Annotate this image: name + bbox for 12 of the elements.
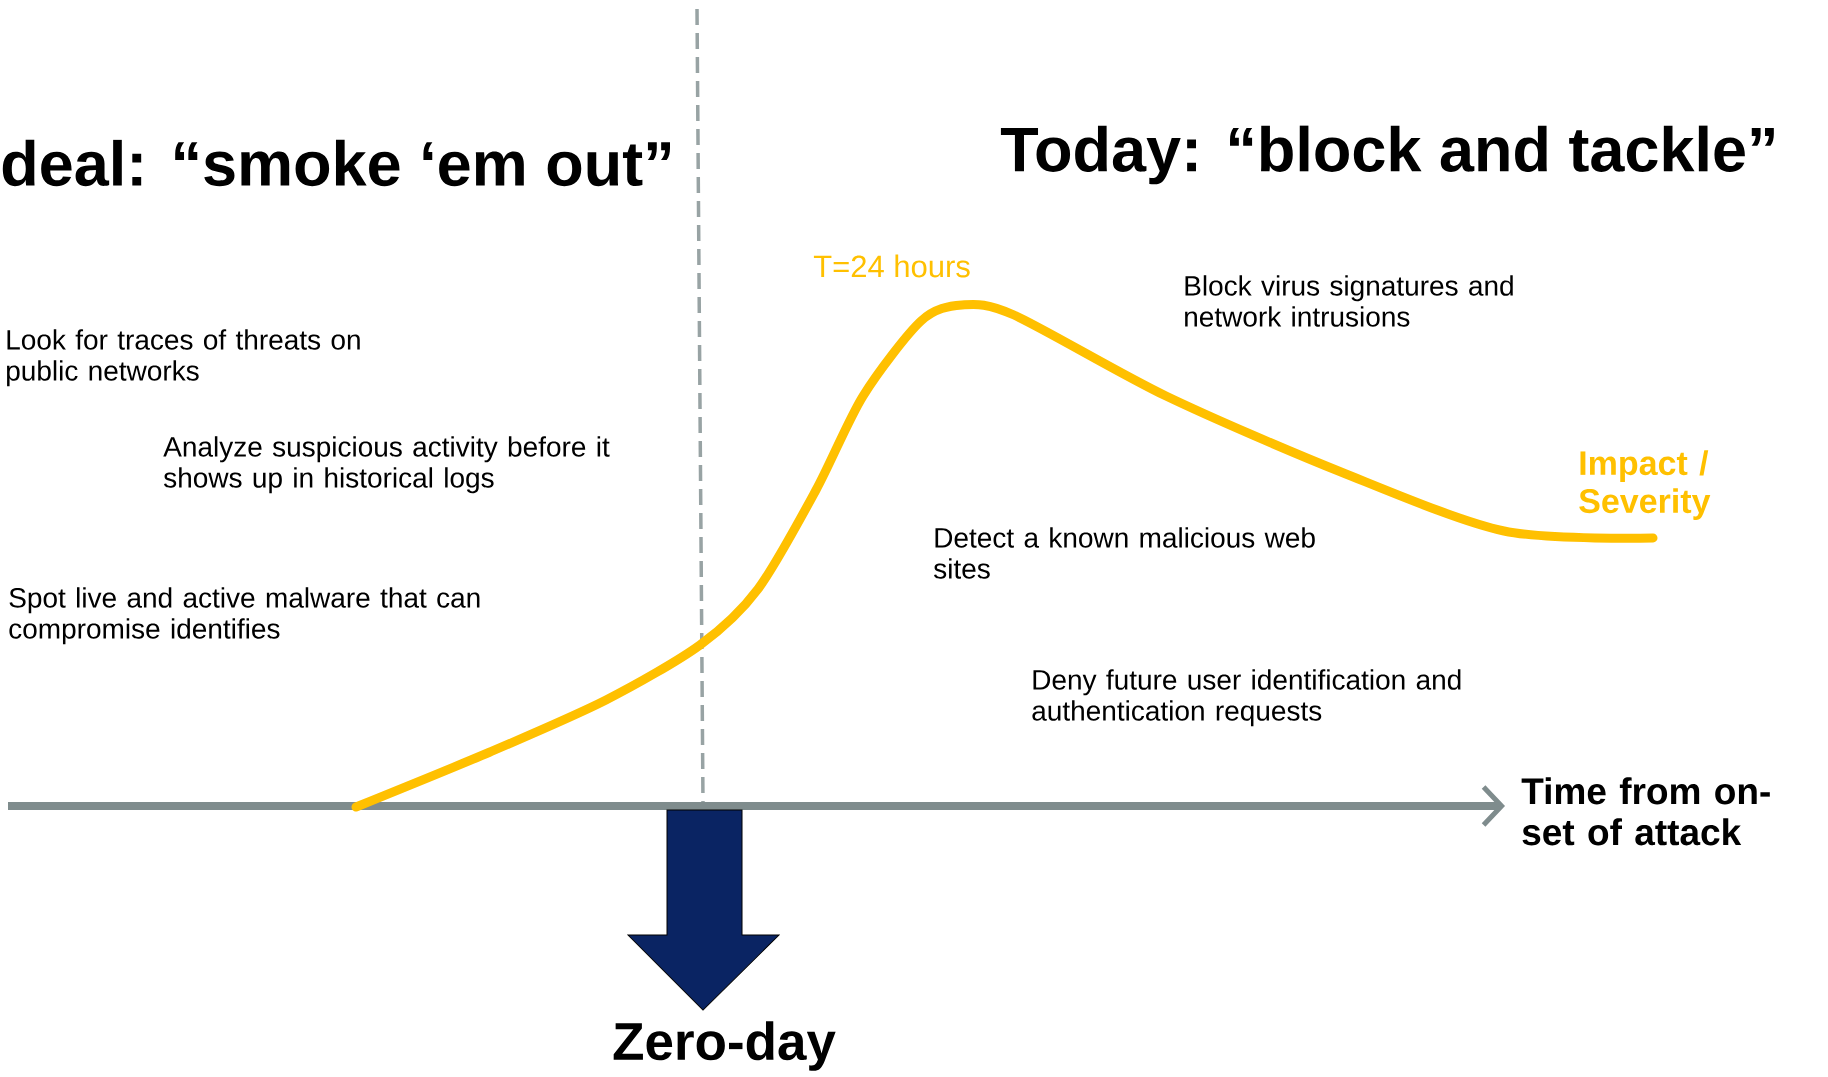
annotation-text: Spot live and active malware that can compromise identifies xyxy=(9,587,480,645)
zero-day-label: Zero-day xyxy=(613,1021,836,1071)
annotation-text: Block virus signatures and network intrusions xyxy=(1185,275,1513,327)
annotation-text: Analyze suspicious activity before it shows up in historical logs xyxy=(163,436,610,494)
annotation-text: Deny future user identification and authentication requests xyxy=(1032,669,1461,727)
heading: deal: “smoke ‘em out” xyxy=(2,139,670,187)
curve-label: T=24 hours xyxy=(813,254,970,278)
heading: Today: “block and tackle” xyxy=(1000,125,1774,185)
annotation-text: Look for traces of threats on public networks xyxy=(7,329,360,387)
curve-label: Impact / Severity xyxy=(1579,450,1711,520)
annotation-text: Detect a known malicious web sites xyxy=(934,527,1315,579)
axis-label: Time from on-set of attack xyxy=(1521,777,1770,846)
